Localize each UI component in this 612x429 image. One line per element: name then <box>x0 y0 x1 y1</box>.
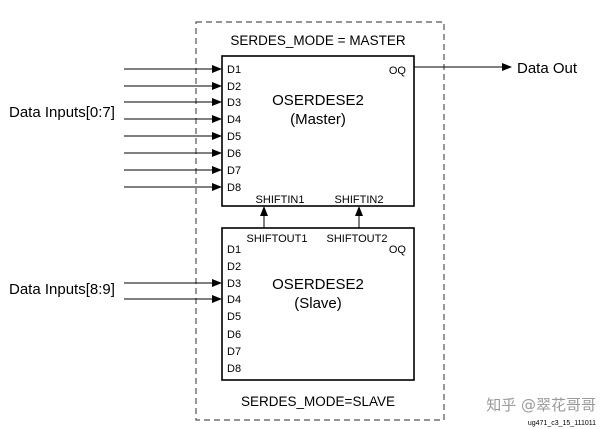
master-oq-port: OQ <box>389 65 407 77</box>
watermark-text: 知乎 @翠花哥哥 <box>486 396 596 414</box>
master-block-role: (Master) <box>290 111 346 128</box>
slave-block-role: (Slave) <box>294 295 342 312</box>
master-port-d1: D1 <box>227 64 241 76</box>
master-port-d3: D3 <box>227 97 241 109</box>
slave-port-d5: D5 <box>227 311 241 323</box>
master-port-d7: D7 <box>227 165 241 177</box>
slave-port-d8: D8 <box>227 363 241 375</box>
slave-shiftout2-label: SHIFTOUT2 <box>327 233 388 245</box>
master-block-name: OSERDESE2 <box>272 92 364 109</box>
master-shiftin1-label: SHIFTIN1 <box>256 194 305 206</box>
figure-id: ug471_c3_15_111011 <box>528 420 596 427</box>
master-mode-label: SERDES_MODE = MASTER <box>230 33 405 48</box>
slave-block <box>221 227 415 381</box>
master-data-inputs-label: Data Inputs[0:7] <box>9 104 115 121</box>
slave-port-d3: D3 <box>227 278 241 290</box>
slave-oq-port: OQ <box>389 244 407 256</box>
slave-port-d1: D1 <box>227 244 241 256</box>
master-shiftin2-label: SHIFTIN2 <box>335 194 384 206</box>
slave-mode-label: SERDES_MODE=SLAVE <box>241 394 395 409</box>
master-port-d5: D5 <box>227 131 241 143</box>
slave-shiftout1-label: SHIFTOUT1 <box>247 233 308 245</box>
slave-port-d6: D6 <box>227 329 241 341</box>
master-port-d4: D4 <box>227 114 241 126</box>
master-port-d8: D8 <box>227 182 241 194</box>
data-out-label: Data Out <box>517 60 578 77</box>
slave-block-name: OSERDESE2 <box>272 276 364 293</box>
slave-port-d2: D2 <box>227 261 241 273</box>
master-port-d2: D2 <box>227 81 241 93</box>
master-port-d6: D6 <box>227 148 241 160</box>
slave-port-d7: D7 <box>227 346 241 358</box>
outer-dashed-boundary <box>195 21 445 421</box>
slave-port-d4: D4 <box>227 294 241 306</box>
slave-data-inputs-label: Data Inputs[8:9] <box>9 281 115 298</box>
master-block <box>221 55 415 207</box>
